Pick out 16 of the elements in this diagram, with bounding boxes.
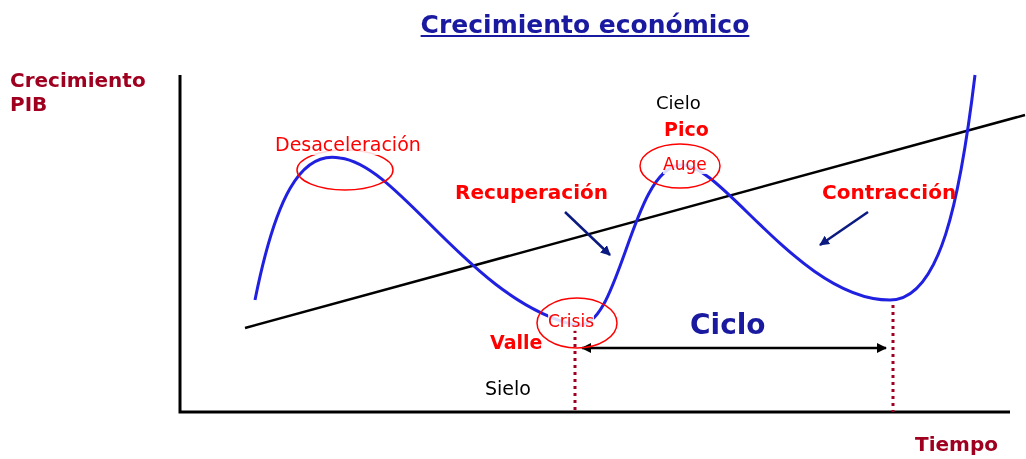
cycle-label: Ciclo	[690, 308, 766, 341]
point-label: Pico	[664, 118, 709, 140]
axis-title: Tiempo	[915, 432, 998, 456]
axis-title: Crecimiento PIB	[10, 68, 147, 116]
arrow	[564, 211, 611, 256]
ellipse-marker	[636, 118, 724, 190]
note-label: Cielo	[656, 92, 701, 113]
title: Crecimiento económico	[419, 10, 751, 39]
phase-label: Crisis	[548, 311, 595, 331]
callout-label: Recuperación	[455, 180, 630, 210]
phase-label: Auge	[663, 154, 707, 174]
note-label: Sielo	[485, 377, 531, 399]
arrow	[819, 210, 869, 247]
callout-label: Contracción	[822, 180, 977, 210]
phase-label: Desaceleración	[275, 133, 421, 155]
point-label: Valle	[490, 331, 543, 353]
